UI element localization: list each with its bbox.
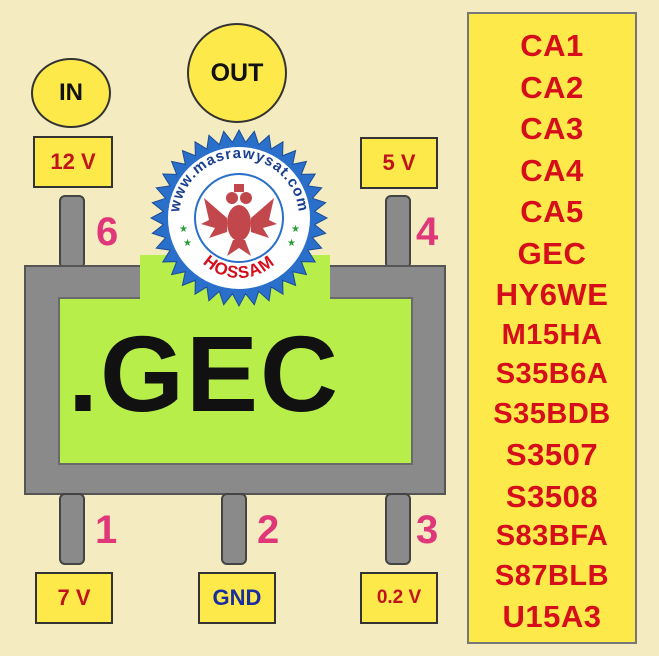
marking-code: CA4 xyxy=(520,152,584,188)
marking-code: S3508 xyxy=(505,478,599,514)
gnd-box: GND xyxy=(198,572,276,624)
svg-text:★: ★ xyxy=(287,238,296,249)
pin-6-number: 6 xyxy=(96,210,119,254)
pin-3-lead xyxy=(385,493,411,565)
marking-code: CA3 xyxy=(520,111,584,146)
seal-stars: ★ ★ ★ ★ xyxy=(179,224,300,249)
voltage-12v-box: 12 V xyxy=(33,136,113,188)
pin-1-lead xyxy=(59,493,85,565)
voltage-5v-label: 5 V xyxy=(382,150,416,175)
pin-2-lead xyxy=(221,493,247,565)
voltage-7v-label: 7 V xyxy=(57,585,91,610)
pin-4-lead xyxy=(385,195,411,269)
voltage-02v-label: 0.2 V xyxy=(376,587,422,608)
marking-code: GEC xyxy=(517,235,587,271)
in-label: IN xyxy=(59,79,83,106)
out-label: OUT xyxy=(210,58,264,87)
svg-text:★: ★ xyxy=(291,224,300,235)
marking-code-panel: CA1 CA2 CA3 CA4 CA5 GEC HY6WE M15HA S35B… xyxy=(467,12,637,644)
marking-code: S87BLB xyxy=(494,559,610,592)
voltage-12v-label: 12 V xyxy=(50,149,96,174)
eagle-emblem-icon xyxy=(201,184,277,256)
chip-face xyxy=(58,297,413,465)
pin-1-number: 1 xyxy=(95,508,118,552)
marking-code: S35B6A xyxy=(495,358,609,390)
in-label-circle: IN xyxy=(31,58,111,128)
pin-4-number: 4 xyxy=(416,210,439,254)
marking-code: CA1 xyxy=(520,28,584,63)
out-label-circle: OUT xyxy=(187,23,287,123)
marking-code: CA2 xyxy=(520,69,584,105)
marking-code: S35BDB xyxy=(493,397,611,430)
marking-code: S3507 xyxy=(505,437,599,472)
pin-3-number: 3 xyxy=(416,508,439,552)
pin-2-number: 2 xyxy=(257,508,280,552)
pin-6-lead xyxy=(59,195,85,269)
marking-code: M15HA xyxy=(501,318,603,351)
marking-code: HY6WE xyxy=(495,277,609,312)
chip-marking: .GEC xyxy=(68,320,408,450)
marking-code: CA5 xyxy=(520,194,584,229)
chip-marking-text: .GEC xyxy=(68,313,341,434)
voltage-02v-box: 0.2 V xyxy=(360,572,438,624)
voltage-5v-box: 5 V xyxy=(360,137,438,189)
marking-code: S83BFA xyxy=(495,520,609,552)
svg-text:★: ★ xyxy=(179,224,188,235)
svg-text:★: ★ xyxy=(183,238,192,249)
marking-code: U15A3 xyxy=(502,599,602,634)
voltage-7v-box: 7 V xyxy=(35,572,113,624)
watermark-seal: www.masrawysat.com HOSSAM ★★ ★★ xyxy=(149,128,329,308)
gnd-label: GND xyxy=(212,585,262,610)
